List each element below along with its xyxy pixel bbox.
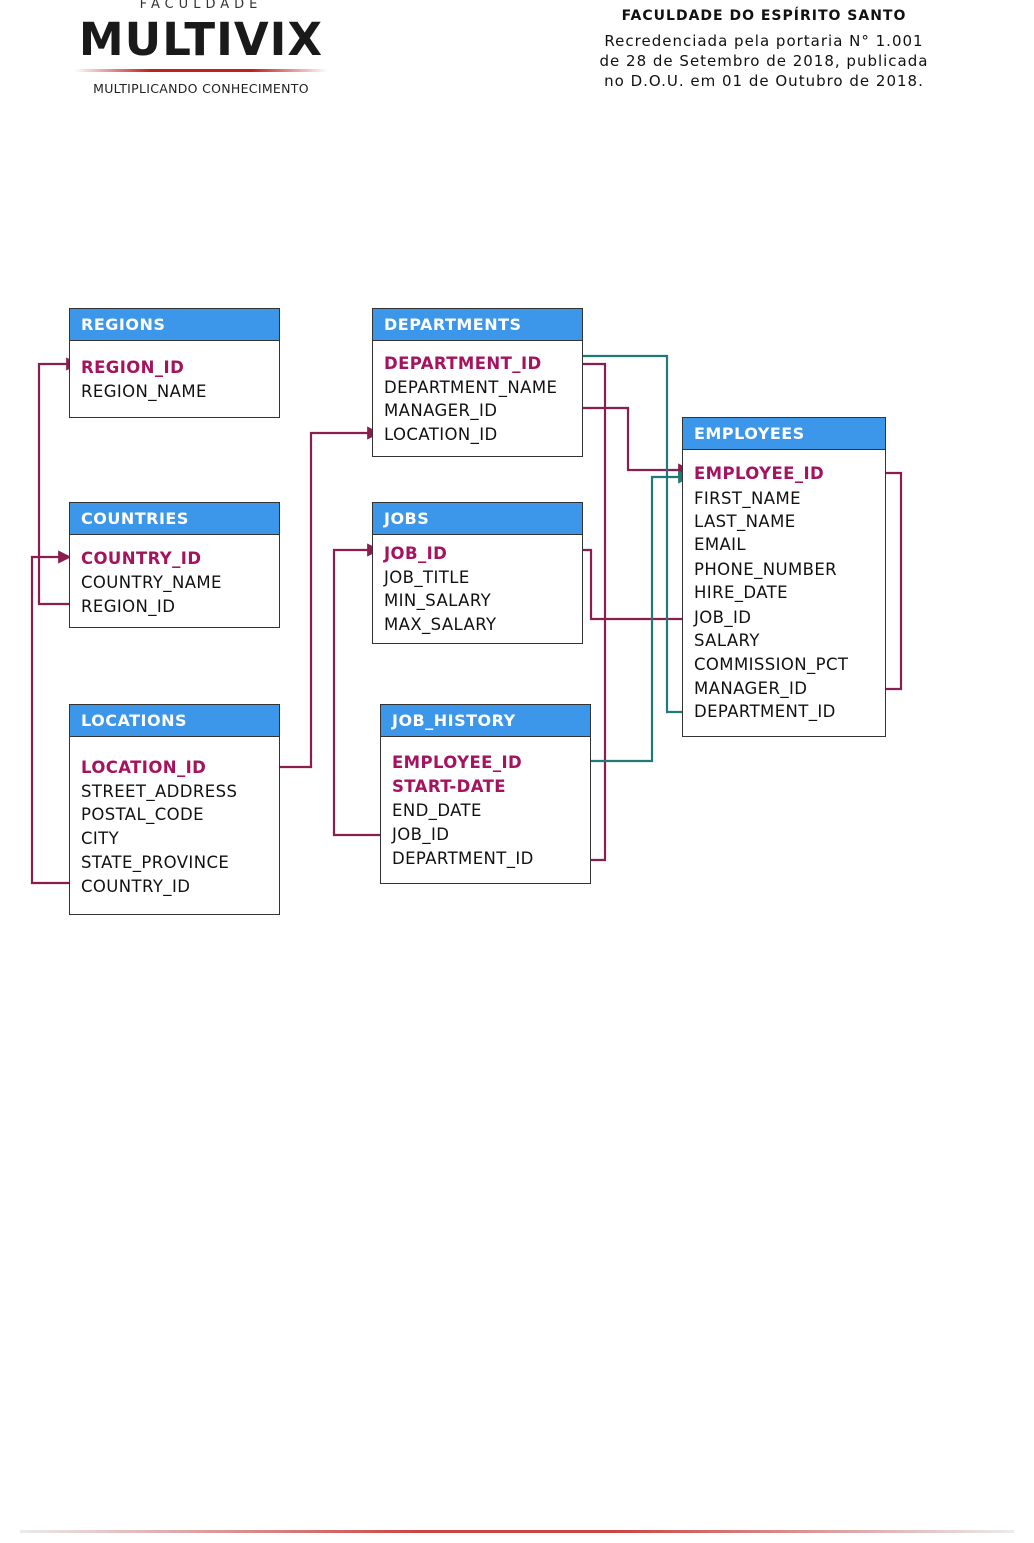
rel-countries-region <box>37 357 80 606</box>
field-jh-employee-id: EMPLOYEE_ID <box>392 753 523 772</box>
field-locations-country-id: COUNTRY_ID <box>81 877 191 896</box>
table-locations: LOCATIONS LOCATION_ID STREET_ADDRESS POS… <box>69 704 280 915</box>
logo-tagline: MULTIPLICANDO CONHECIMENTO <box>93 81 309 96</box>
field-region-id: REGION_ID <box>81 358 185 377</box>
field-jh-job-id: JOB_ID <box>392 825 450 844</box>
field-departments-manager-id: MANAGER_ID <box>384 401 498 420</box>
footer-divider <box>20 1530 1014 1533</box>
field-state-province: STATE_PROVINCE <box>81 853 230 872</box>
field-emp-job-id: JOB_ID <box>694 608 752 627</box>
field-emp-department-id: DEPARTMENT_ID <box>694 702 836 721</box>
table-countries: COUNTRIES COUNTRY_ID COUNTRY_NAME REGION… <box>69 502 280 628</box>
logo-divider <box>74 69 328 72</box>
table-regions-header: REGIONS <box>70 309 279 341</box>
field-email: EMAIL <box>694 535 747 554</box>
table-employees-header: EMPLOYEES <box>683 418 885 450</box>
table-jobs-header: JOBS <box>373 503 582 535</box>
institution-line-2: de 28 de Setembro de 2018, publicada <box>599 52 929 70</box>
table-departments-header: DEPARTMENTS <box>373 309 582 341</box>
field-location-id: LOCATION_ID <box>81 758 207 777</box>
field-department-name: DEPARTMENT_NAME <box>384 378 558 397</box>
rel-employees-department <box>566 349 693 714</box>
field-city: CITY <box>81 829 120 848</box>
table-locations-header: LOCATIONS <box>70 705 279 737</box>
field-employee-id: EMPLOYEE_ID <box>694 464 825 483</box>
field-country-id: COUNTRY_ID <box>81 549 202 568</box>
rel-jobhistory-job <box>332 543 390 837</box>
field-salary: SALARY <box>694 631 760 650</box>
field-phone-number: PHONE_NUMBER <box>694 560 838 579</box>
field-job-title: JOB_TITLE <box>384 568 470 587</box>
field-country-name: COUNTRY_NAME <box>81 573 222 592</box>
table-regions: REGIONS REGION_ID REGION_NAME <box>69 308 280 418</box>
table-employees: EMPLOYEES EMPLOYEE_ID FIRST_NAME LAST_NA… <box>682 417 886 737</box>
field-postal-code: POSTAL_CODE <box>81 805 204 824</box>
field-min-salary: MIN_SALARY <box>384 591 492 610</box>
field-jh-start-date: START-DATE <box>392 777 506 796</box>
field-jh-end-date: END_DATE <box>392 801 482 820</box>
field-job-id: JOB_ID <box>384 544 448 563</box>
rel-locations-country <box>30 550 80 885</box>
field-street-address: STREET_ADDRESS <box>81 782 238 801</box>
institution-name: FACULDADE DO ESPÍRITO SANTO <box>621 8 907 24</box>
table-departments: DEPARTMENTS DEPARTMENT_ID DEPARTMENT_NAM… <box>372 308 583 457</box>
table-job-history-header: JOB_HISTORY <box>381 705 590 737</box>
field-max-salary: MAX_SALARY <box>384 615 497 634</box>
field-department-id: DEPARTMENT_ID <box>384 354 542 373</box>
field-departments-location-id: LOCATION_ID <box>384 425 498 444</box>
field-first-name: FIRST_NAME <box>694 489 801 508</box>
logo: FACULDADE MULTIVIX MULTIPLICANDO CONHECI… <box>70 0 332 96</box>
institution-info: FACULDADE DO ESPÍRITO SANTO Recredenciad… <box>574 8 954 91</box>
field-last-name: LAST_NAME <box>694 512 796 531</box>
field-jh-department-id: DEPARTMENT_ID <box>392 849 534 868</box>
table-jobs: JOBS JOB_ID JOB_TITLE MIN_SALARY MAX_SAL… <box>372 502 583 644</box>
logo-brand: MULTIVIX <box>78 13 324 66</box>
institution-line-3: no D.O.U. em 01 de Outubro de 2018. <box>604 72 924 90</box>
table-countries-header: COUNTRIES <box>70 503 279 535</box>
table-job-history: JOB_HISTORY EMPLOYEE_ID START-DATE END_D… <box>380 704 591 884</box>
logo-top-text: FACULDADE <box>139 0 263 12</box>
field-emp-manager-id: MANAGER_ID <box>694 679 808 698</box>
field-countries-region-id: REGION_ID <box>81 597 176 616</box>
field-hire-date: HIRE_DATE <box>694 583 788 602</box>
field-region-name: REGION_NAME <box>81 382 207 401</box>
field-commission-pct: COMMISSION_PCT <box>694 655 849 674</box>
institution-line-1: Recredenciada pela portaria N° 1.001 <box>604 32 924 50</box>
